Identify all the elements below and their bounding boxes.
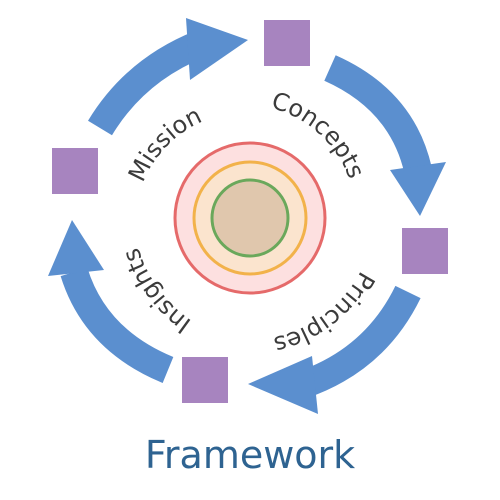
core-circles [173, 141, 327, 295]
cycle-nodes [52, 20, 448, 403]
node-bottom [182, 357, 228, 403]
node-right [402, 228, 448, 274]
arrow-to-left [48, 220, 174, 383]
arrow-to-right [324, 55, 446, 216]
inner-circle [210, 178, 290, 258]
arrow-to-top [88, 18, 248, 136]
cycle-arrows [48, 18, 446, 414]
node-top [264, 20, 310, 66]
diagram-title: Framework [145, 433, 355, 477]
arrow-to-bottom [248, 285, 421, 414]
label-insights: Insights [117, 245, 196, 339]
node-left [52, 148, 98, 194]
